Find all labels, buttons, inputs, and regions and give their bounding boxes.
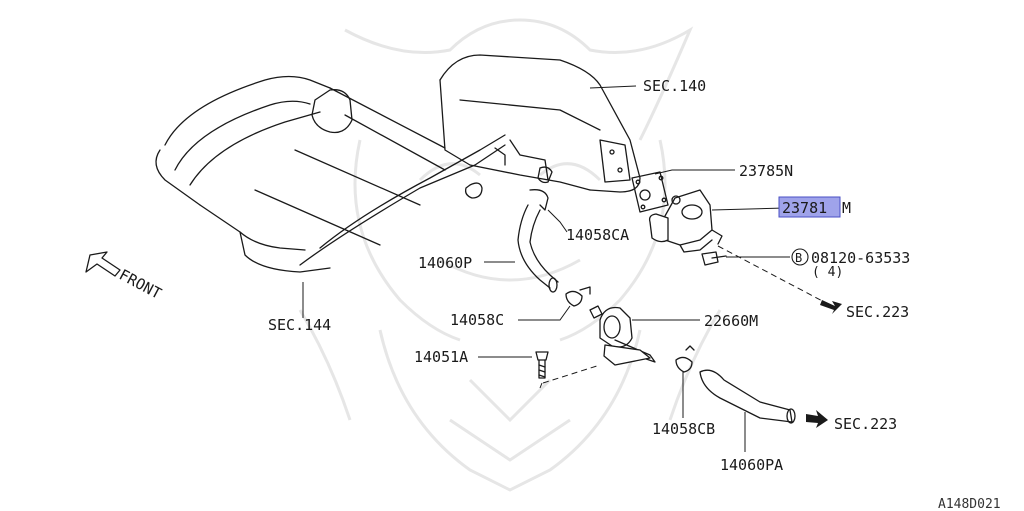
bolt-08120 <box>701 245 831 306</box>
label-08120-63533[interactable]: 08120-63533 <box>811 249 910 267</box>
valve-22660M <box>589 305 700 366</box>
label-14060PA[interactable]: 14060PA <box>720 456 783 474</box>
label-sec140[interactable]: SEC.140 <box>643 77 706 95</box>
label-sec223-upper[interactable]: SEC.223 <box>846 303 909 321</box>
label-14058CA[interactable]: 14058CA <box>566 226 629 244</box>
iac-valve-23781M <box>648 189 786 253</box>
highlight-box-23781 <box>778 196 841 218</box>
hose-14060PA <box>675 345 796 452</box>
label-08120-circle: B <box>795 251 802 265</box>
hose-14060P <box>484 189 568 293</box>
bolt-marker-circle <box>791 248 809 266</box>
gasket-23785N <box>631 169 735 213</box>
arrow-sec223-lower <box>806 410 828 428</box>
collector-upper <box>439 54 641 193</box>
clamp-14058C <box>518 286 591 321</box>
label-22660M[interactable]: 22660M <box>704 312 758 330</box>
label-14051A[interactable]: 14051A <box>414 348 468 366</box>
label-23781[interactable]: 23781 <box>782 199 827 217</box>
diagram-code: A148D021 <box>938 497 1001 511</box>
label-23781-suffix: M <box>842 199 851 217</box>
screw-14051A <box>478 351 601 389</box>
label-14058CB[interactable]: 14058CB <box>652 420 715 438</box>
label-23785N[interactable]: 23785N <box>739 162 793 180</box>
label-14058C[interactable]: 14058C <box>450 311 504 329</box>
label-front: FRONT <box>116 266 164 303</box>
intake-manifold <box>155 75 506 318</box>
front-arrow <box>85 251 121 277</box>
label-sec144[interactable]: SEC.144 <box>268 316 331 334</box>
label-14060P[interactable]: 14060P <box>418 254 472 272</box>
watermark-emblem <box>298 18 722 492</box>
label-sec223-lower[interactable]: SEC.223 <box>834 415 897 433</box>
arrow-sec223-upper <box>820 300 842 314</box>
label-08120-qty: ( 4) <box>812 265 843 280</box>
